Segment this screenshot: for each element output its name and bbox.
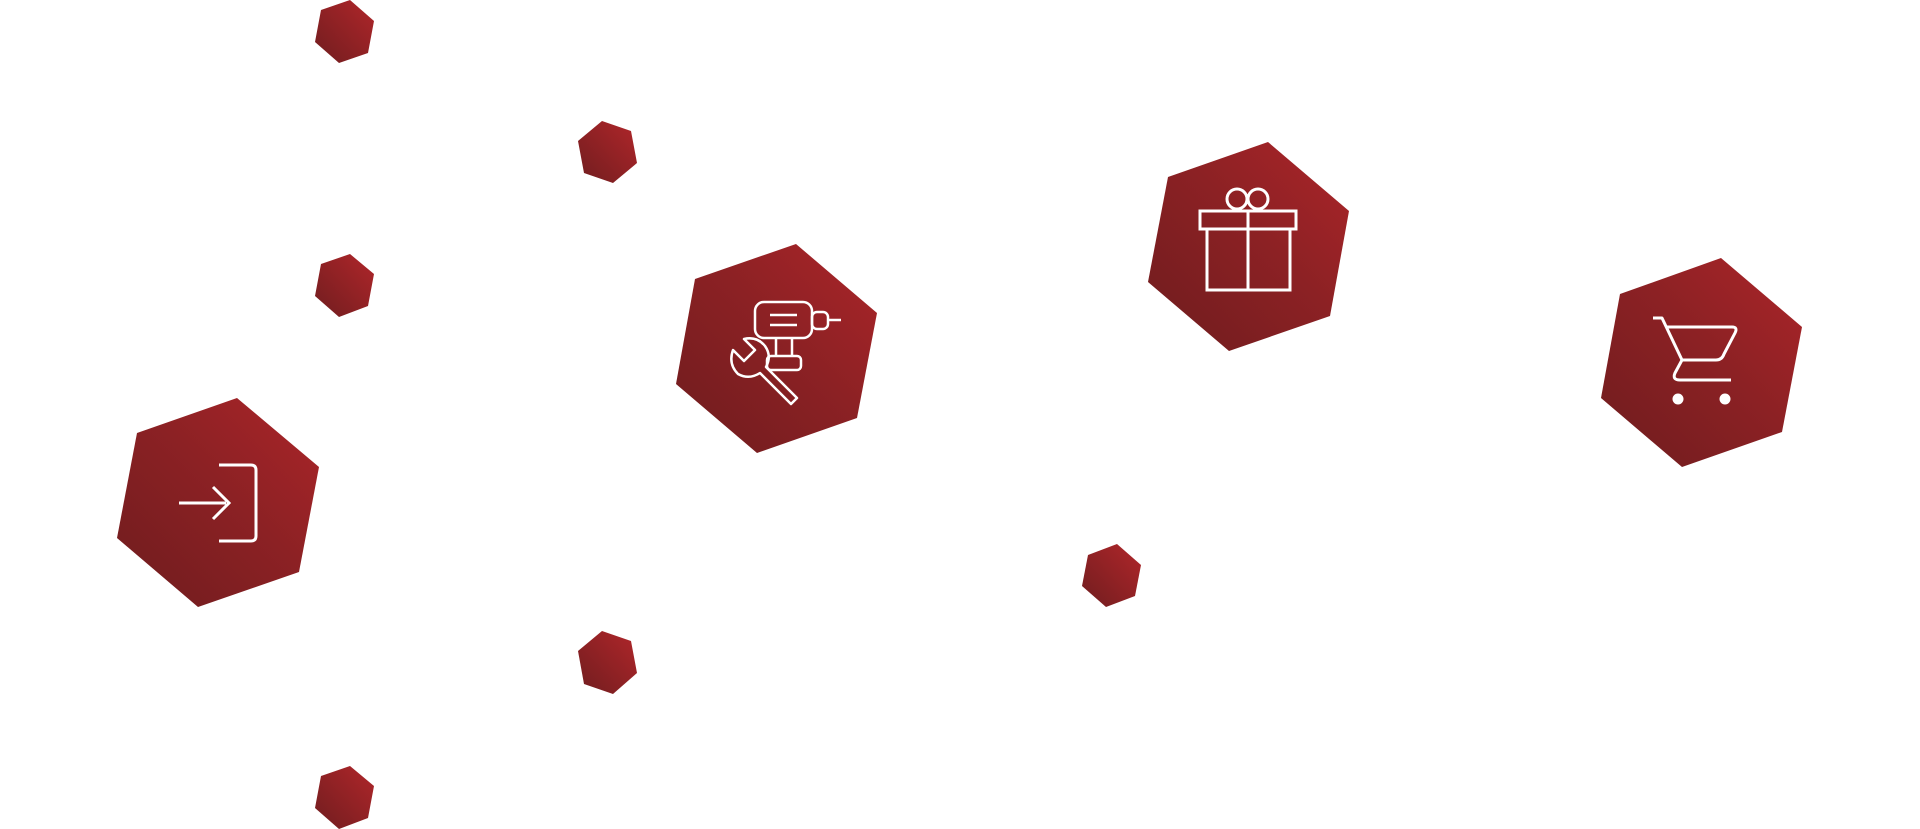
gift-hexagon[interactable] (1148, 142, 1349, 351)
gift-icon (1198, 187, 1298, 292)
small-hexagon-6 (1082, 544, 1141, 607)
login-hexagon[interactable] (117, 398, 319, 607)
small-hexagon-5 (578, 631, 637, 694)
small-hexagon-1 (315, 0, 374, 63)
small-hexagon-3 (315, 766, 374, 829)
shopping-cart-icon (1653, 316, 1738, 405)
small-hexagon-4 (578, 121, 637, 183)
login-icon (179, 463, 258, 543)
cart-hexagon[interactable] (1601, 258, 1802, 467)
drill-wrench-icon (730, 300, 841, 406)
small-hexagon-2 (315, 254, 374, 317)
tools-hexagon[interactable] (676, 244, 877, 453)
